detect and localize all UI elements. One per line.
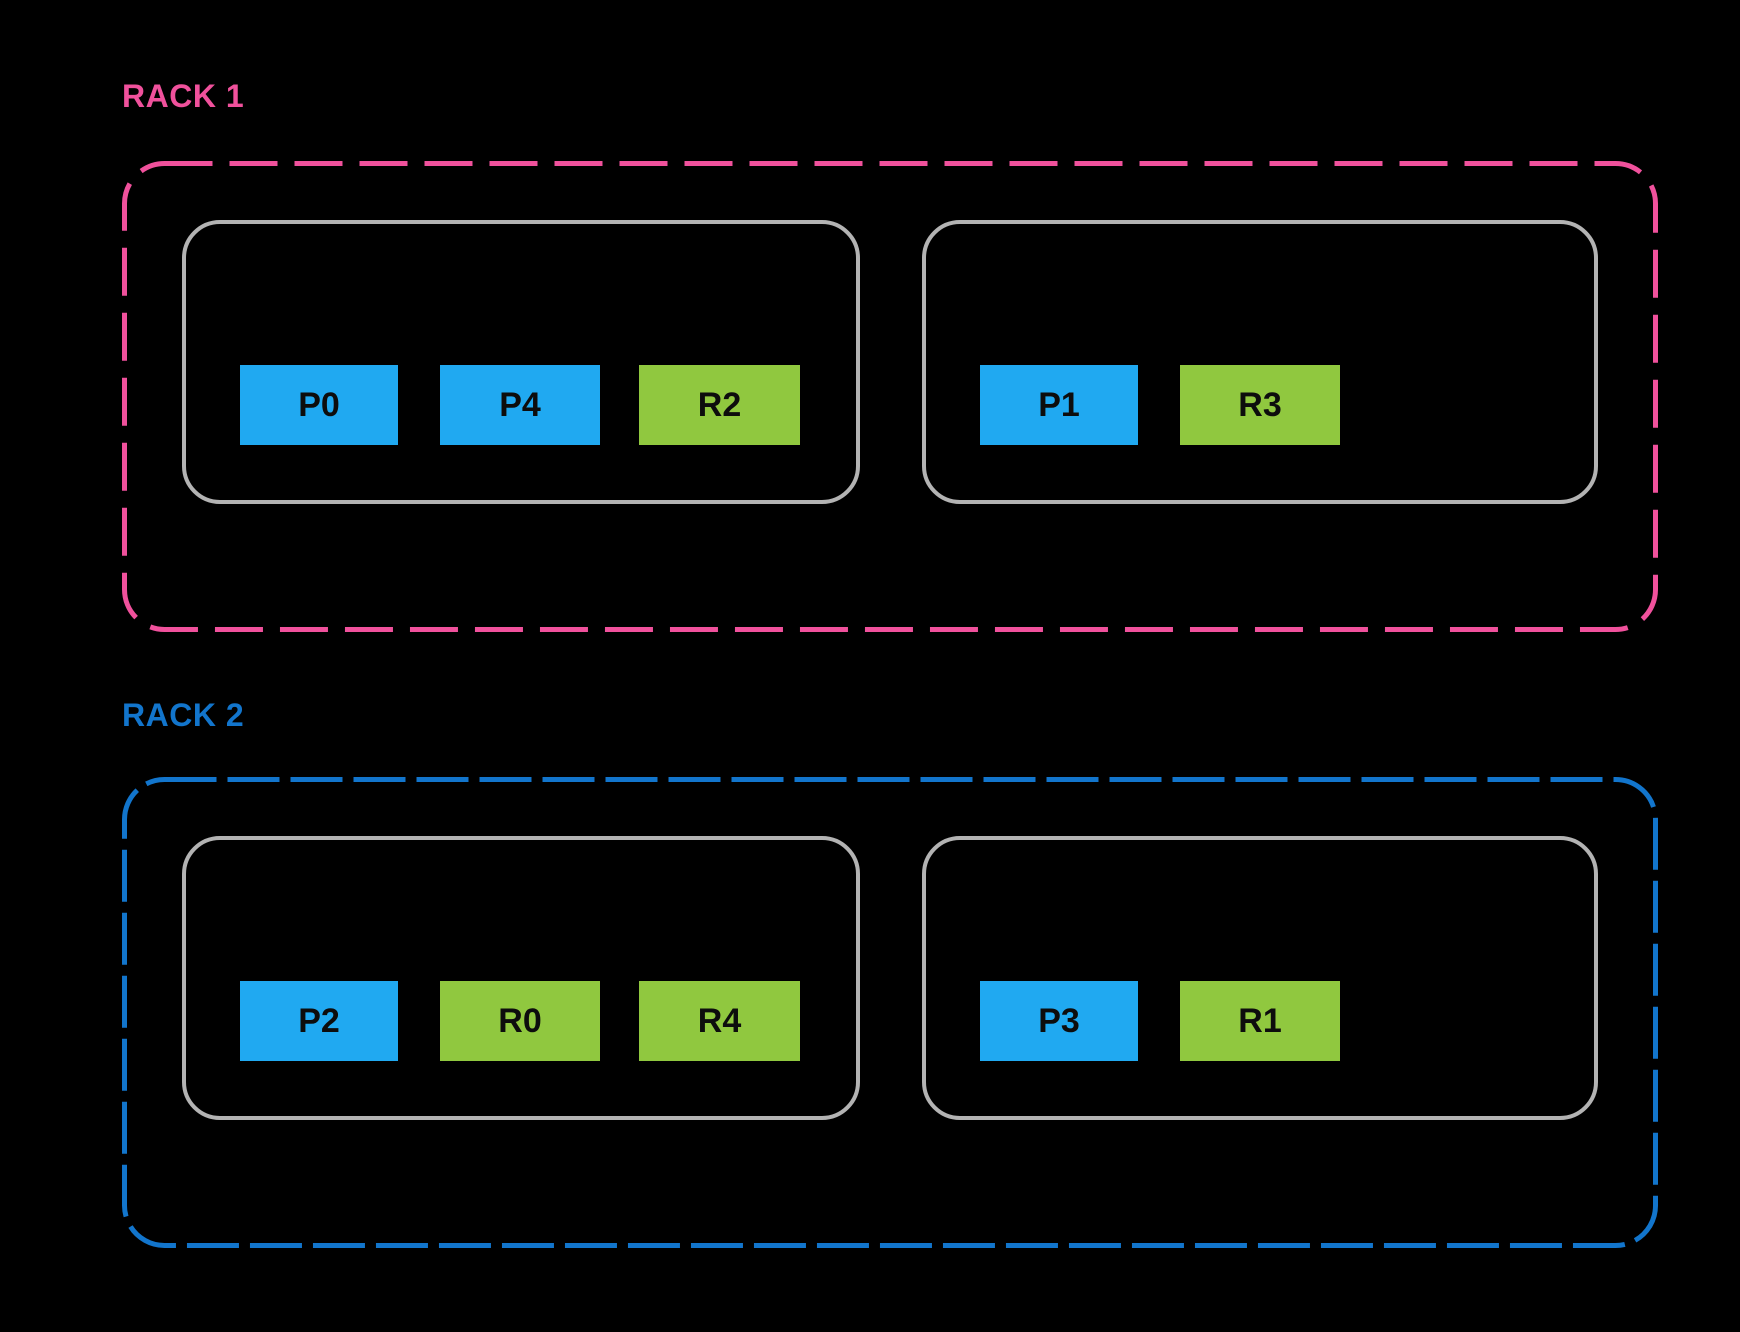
rack-2: P2 R0 R4 P3 R1 — [122, 777, 1658, 1248]
chip-r3: R3 — [1180, 365, 1340, 445]
rack-2-host-1: P2 R0 R4 — [182, 836, 860, 1120]
chip-p1: P1 — [980, 365, 1138, 445]
chip-r2: R2 — [639, 365, 800, 445]
rack-1-host-1: P0 P4 R2 — [182, 220, 860, 504]
rack-2-dashed-border — [122, 777, 1658, 1248]
chip-p4: P4 — [440, 365, 600, 445]
rack-2-label: RACK 2 — [122, 697, 245, 733]
rack-1: P0 P4 R2 P1 R3 — [122, 161, 1658, 632]
chip-r0: R0 — [440, 981, 600, 1061]
rack-1-label: RACK 1 — [122, 78, 245, 114]
rack-1-dashed-border — [122, 161, 1658, 632]
chip-p2: P2 — [240, 981, 398, 1061]
rack-2-host-2: P3 R1 — [922, 836, 1598, 1120]
rack-1-host-2: P1 R3 — [922, 220, 1598, 504]
chip-p3: P3 — [980, 981, 1138, 1061]
chip-p0: P0 — [240, 365, 398, 445]
chip-r1: R1 — [1180, 981, 1340, 1061]
chip-r4: R4 — [639, 981, 800, 1061]
